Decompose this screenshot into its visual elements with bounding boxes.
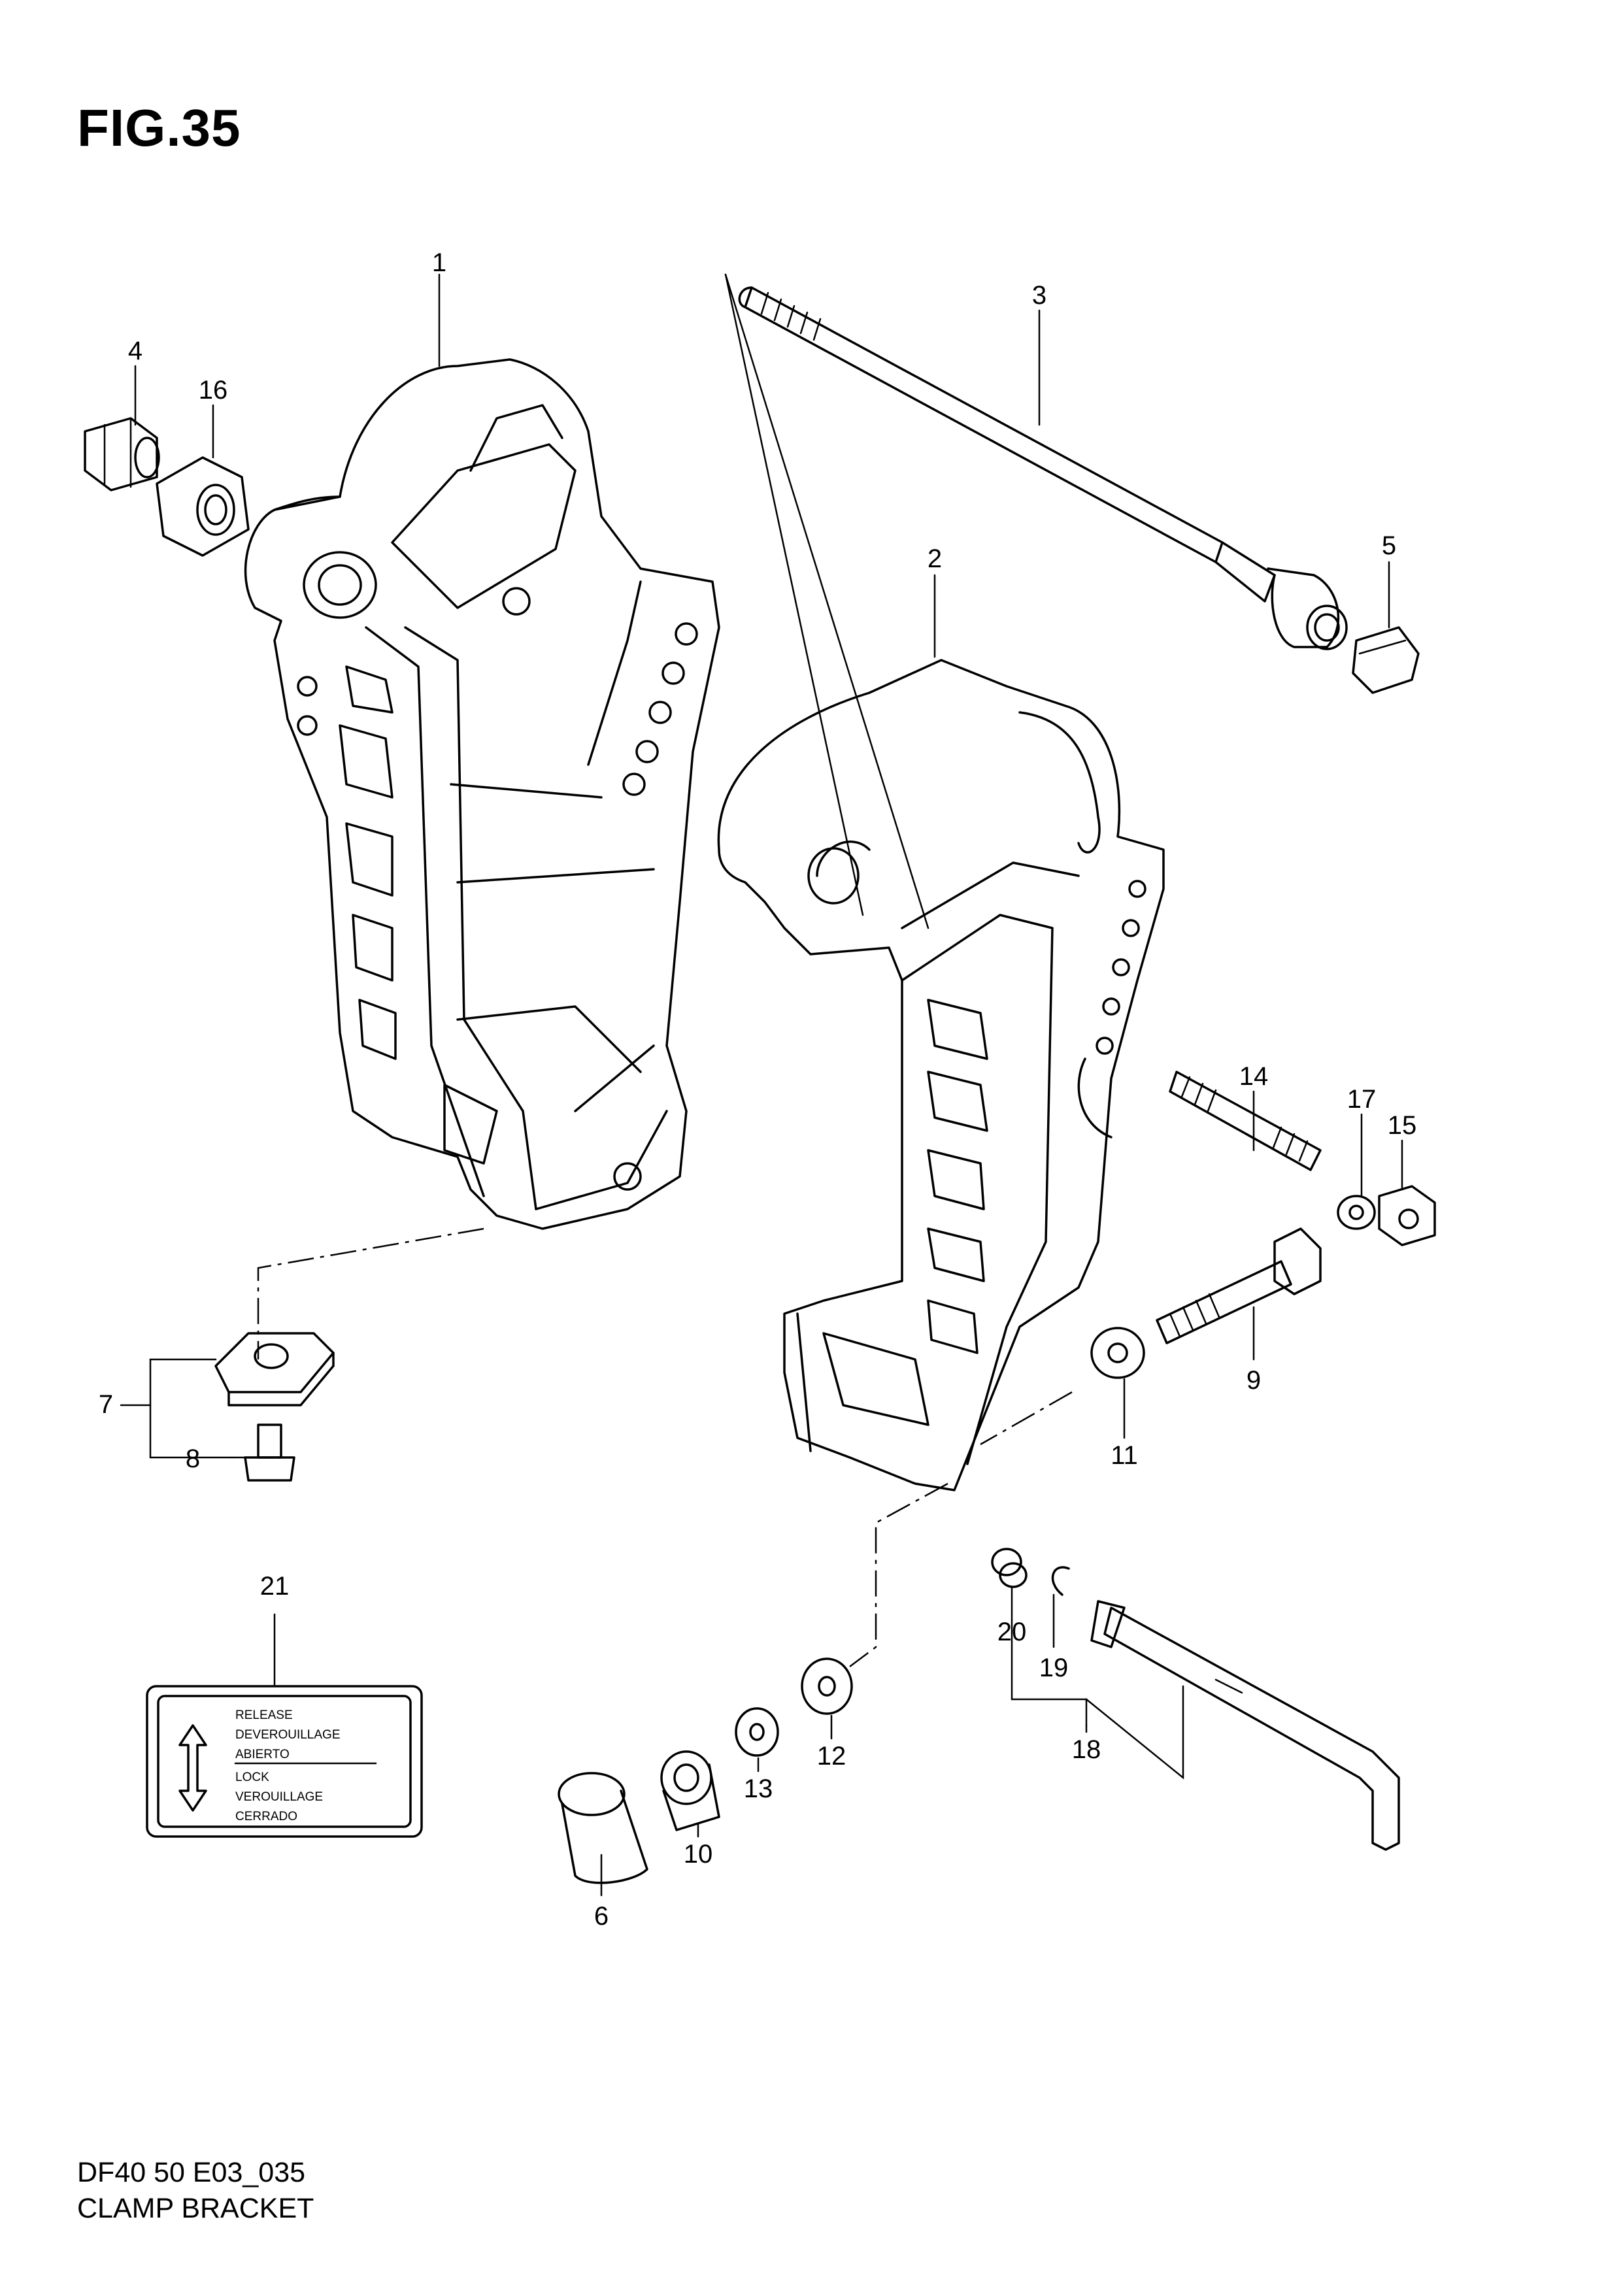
diagram-name: CLAMP BRACKET bbox=[77, 2193, 314, 2224]
callout-1: 1 bbox=[432, 248, 446, 277]
bolt-8 bbox=[244, 1423, 295, 1482]
tilt-shaft bbox=[724, 273, 1348, 929]
callout-16: 16 bbox=[199, 376, 228, 405]
callout-13: 13 bbox=[744, 1774, 773, 1803]
callout-20: 20 bbox=[997, 1618, 1027, 1646]
clamp-bracket-right bbox=[717, 659, 1165, 1491]
cylinder-6 bbox=[558, 1772, 648, 1884]
figure-title: FIG.35 bbox=[77, 99, 241, 157]
decal-line-2: DEVEROUILLAGE bbox=[235, 1728, 341, 1742]
decal-line-1: RELEASE bbox=[235, 1708, 293, 1722]
washer-17 bbox=[1337, 1195, 1376, 1230]
callout-17: 17 bbox=[1347, 1085, 1377, 1114]
bolt-9 bbox=[1156, 1227, 1322, 1344]
callout-numbers: 1 2 3 4 5 6 7 8 9 10 11 12 13 14 15 16 1… bbox=[99, 248, 1416, 1931]
callout-2: 2 bbox=[928, 544, 942, 573]
tilt-rod bbox=[1090, 1600, 1400, 1851]
clip-19 bbox=[1051, 1566, 1070, 1596]
callout-10: 10 bbox=[684, 1840, 713, 1869]
washer-12 bbox=[801, 1657, 853, 1715]
leader-lines bbox=[120, 273, 1403, 1897]
cap-nut bbox=[84, 417, 160, 491]
callout-3: 3 bbox=[1032, 281, 1046, 310]
callout-6: 6 bbox=[594, 1902, 609, 1931]
decal-line-4: LOCK bbox=[235, 1771, 269, 1784]
decal-line-3: ABIERTO bbox=[235, 1748, 290, 1761]
callout-15: 15 bbox=[1388, 1111, 1417, 1140]
callout-14: 14 bbox=[1239, 1062, 1269, 1091]
hex-nut bbox=[156, 456, 250, 557]
spring-20 bbox=[991, 1548, 1028, 1588]
nut-15 bbox=[1378, 1185, 1436, 1246]
clamp-bracket-left bbox=[244, 358, 720, 1230]
double-arrow-vertical-icon bbox=[178, 1724, 207, 1812]
stud-bolt bbox=[1169, 1071, 1322, 1171]
callout-5: 5 bbox=[1382, 531, 1396, 560]
grease-cap bbox=[1352, 626, 1420, 694]
callout-7: 7 bbox=[99, 1390, 113, 1419]
decal-line-6: CERRADO bbox=[235, 1810, 297, 1823]
decal-line-5: VEROUILLAGE bbox=[235, 1790, 323, 1804]
callout-21: 21 bbox=[260, 1572, 290, 1601]
callout-12: 12 bbox=[817, 1742, 846, 1771]
callout-19: 19 bbox=[1039, 1654, 1069, 1682]
callout-11: 11 bbox=[1111, 1441, 1138, 1470]
washer-11 bbox=[1090, 1327, 1145, 1379]
callout-8: 8 bbox=[186, 1444, 200, 1473]
callout-4: 4 bbox=[128, 337, 142, 365]
bushing-10 bbox=[660, 1750, 720, 1831]
callout-18: 18 bbox=[1072, 1735, 1101, 1764]
callout-9: 9 bbox=[1247, 1366, 1261, 1395]
stopper-plate bbox=[214, 1332, 335, 1406]
decal-label: RELEASE DEVEROUILLAGE ABIERTO LOCK VEROU… bbox=[146, 1685, 423, 1838]
diagram-model-code: DF40 50 E03_035 bbox=[77, 2157, 306, 2188]
washer-13 bbox=[735, 1707, 779, 1757]
